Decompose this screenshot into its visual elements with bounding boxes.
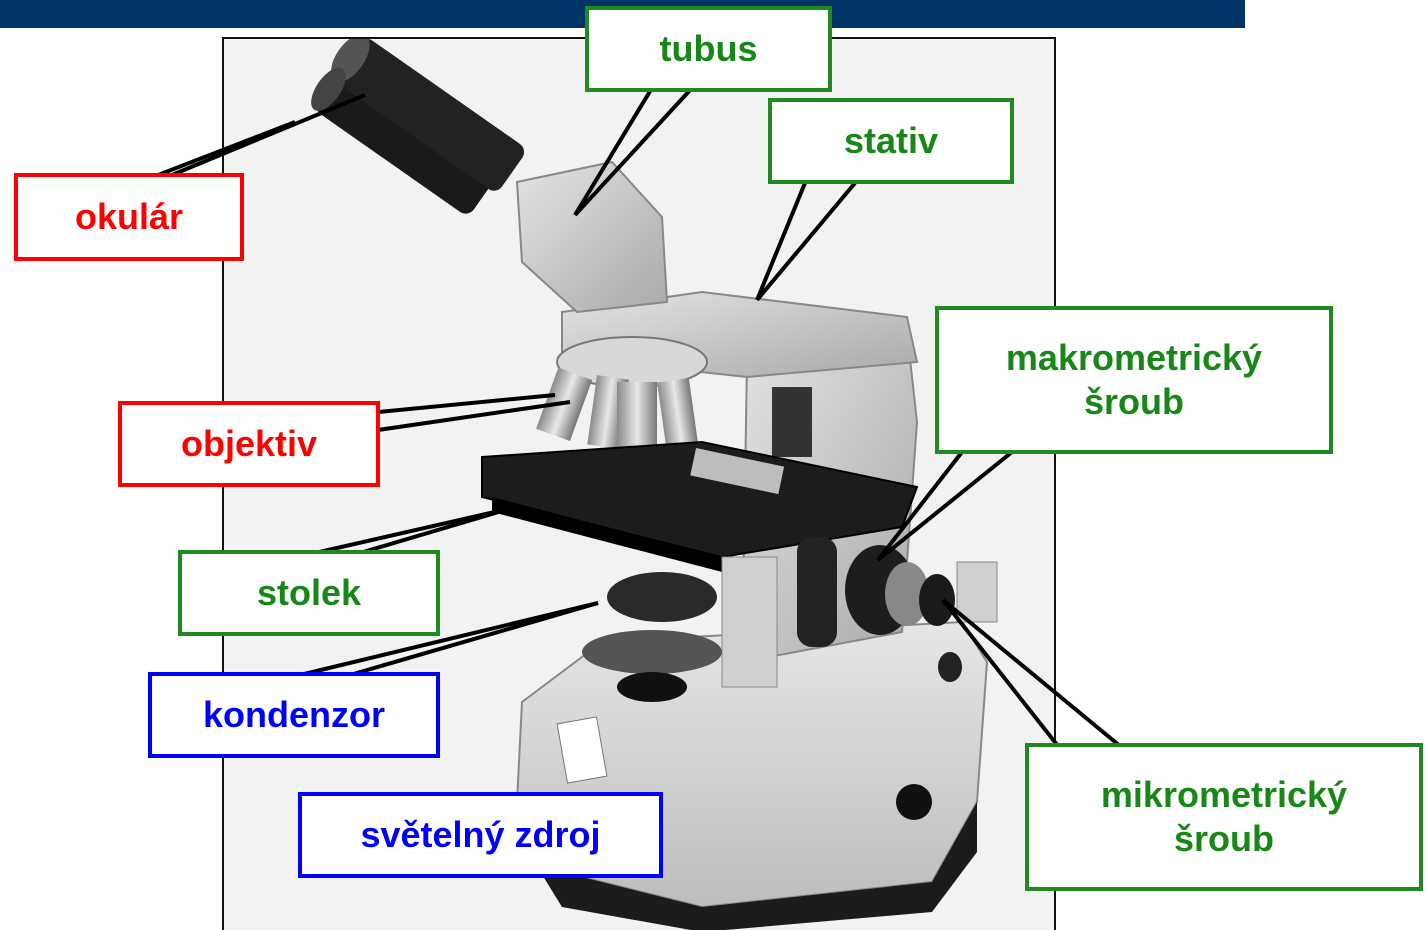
label-mikrometricky-sroub: mikrometrický šroub bbox=[1025, 743, 1423, 891]
label-okular: okulár bbox=[14, 173, 244, 261]
label-objektiv: objektiv bbox=[118, 401, 380, 487]
label-tubus: tubus bbox=[585, 6, 832, 92]
label-makrometricky-sroub: makrometrický šroub bbox=[935, 306, 1333, 454]
label-kondenzor: kondenzor bbox=[148, 672, 440, 758]
label-svetelny-zdroj: světelný zdroj bbox=[298, 792, 663, 878]
label-stolek: stolek bbox=[178, 550, 440, 636]
label-stativ: stativ bbox=[768, 98, 1014, 184]
